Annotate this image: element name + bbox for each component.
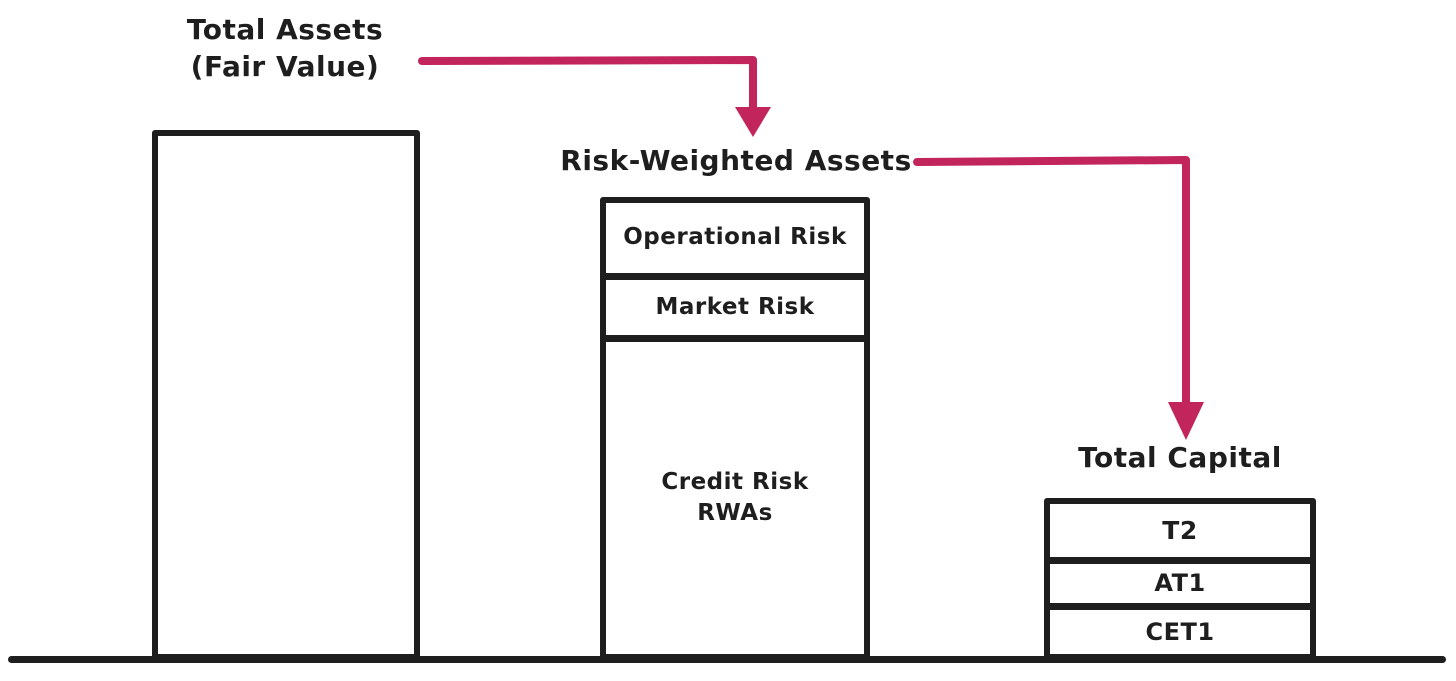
segment-market-risk-label: Market Risk	[655, 293, 815, 320]
arrow-rwa-to-capital	[913, 156, 1204, 440]
arrow-assets-to-rwa-head	[735, 107, 771, 137]
total-capital-bar: T2 AT1 CET1	[1044, 498, 1316, 660]
total-assets-label: Total Assets (Fair Value)	[186, 13, 384, 83]
segment-t2: T2	[1050, 504, 1310, 564]
baseline	[8, 656, 1446, 663]
total-assets-bar	[152, 130, 420, 660]
arrow-rwa-to-capital-head	[1168, 402, 1204, 440]
segment-cet1: CET1	[1050, 610, 1310, 654]
arrow-rwa-to-capital-line	[913, 156, 1190, 409]
segment-credit-risk-rwas: Credit Risk RWAs	[606, 342, 864, 654]
arrow-assets-to-rwa	[418, 56, 771, 137]
arrow-assets-to-rwa-line	[418, 56, 757, 114]
segment-operational-risk-label: Operational Risk	[623, 224, 847, 251]
segment-at1-label: AT1	[1154, 569, 1206, 598]
risk-weighted-assets-label: Risk-Weighted Assets	[560, 144, 912, 177]
segment-cet1-label: CET1	[1145, 617, 1215, 646]
total-capital-label: Total Capital	[1078, 441, 1282, 474]
segment-credit-risk-rwas-label: Credit Risk RWAs	[661, 468, 809, 526]
segment-t2-label: T2	[1162, 515, 1198, 545]
risk-weighted-assets-bar: Operational Risk Market Risk Credit Risk…	[600, 197, 870, 660]
segment-at1: AT1	[1050, 564, 1310, 610]
segment-operational-risk: Operational Risk	[606, 203, 864, 280]
segment-market-risk: Market Risk	[606, 280, 864, 342]
